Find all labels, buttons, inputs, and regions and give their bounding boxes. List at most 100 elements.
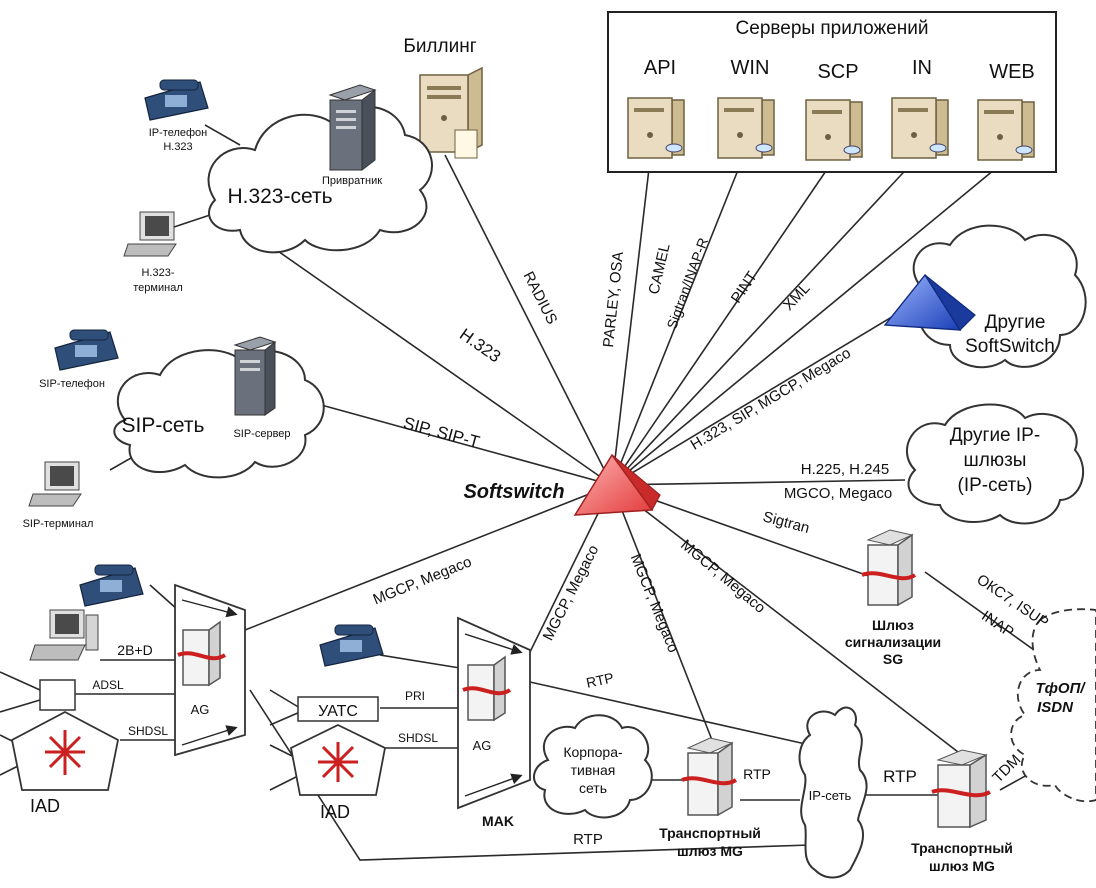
softswitch-node: Softswitch	[463, 453, 661, 516]
link-ipgw	[611, 479, 906, 486]
sip-phone-label: SIP-телефон	[39, 378, 105, 390]
rtp-right-label: RTP	[883, 767, 917, 786]
sip-network: SIP-сеть SIP-сервер SIP-телефон SIP-терм…	[23, 329, 325, 530]
uats-label: УАТС	[318, 703, 358, 720]
server-label-in: IN	[912, 57, 932, 79]
transport-gateway-1-label-2: шлюз MG	[677, 843, 743, 859]
link-web	[611, 164, 1001, 486]
corporate-network-label-1: Корпора-	[563, 744, 623, 760]
other-softswitch-label-2: SoftSwitch	[965, 336, 1055, 357]
transport-gateway-2-node: Транспортный шлюз MG	[911, 749, 1013, 874]
other-softswitch-label-1: Другие	[985, 312, 1046, 333]
tdm-label: TDM	[989, 751, 1024, 786]
xml-label: XML	[780, 280, 813, 314]
billing-label: Биллинг	[403, 36, 476, 57]
server-icon-win	[717, 97, 775, 159]
link-shdsl-left-label: SHDSL	[128, 724, 168, 738]
other-ip-gateways-label-3: (IP-сеть)	[958, 475, 1033, 496]
ip-phone-h323-label-1: IP-телефон	[149, 127, 208, 139]
signaling-gateway-label-2: сигнализации	[845, 634, 941, 650]
radius-label: RADIUS	[520, 269, 561, 327]
transport-gateway-1-node: Транспортный шлюз MG	[659, 737, 761, 859]
rtp-bottom-label: RTP	[573, 831, 603, 848]
ag-left-label: AG	[191, 702, 210, 717]
corporate-network-label-3: сеть	[579, 780, 607, 796]
server-icon-web	[977, 99, 1035, 161]
camel-label: CAMEL	[646, 242, 674, 296]
sip-link-label: SIP, SIP-T	[401, 413, 481, 452]
link-rtp-bottom	[249, 689, 811, 861]
ip-network-label: IP-сеть	[809, 788, 852, 803]
sip-server-label: SIP-сервер	[233, 428, 290, 440]
h323-cloud-label: H.323-сеть	[227, 185, 332, 208]
mgcp-mg2-label: MGCP, Megaco	[677, 536, 768, 616]
ip-phone-h323-icon	[144, 79, 209, 121]
pc-left-icon	[29, 609, 99, 661]
adsl-modem-box	[39, 679, 76, 711]
h323-terminal-label-2: терминал	[133, 282, 182, 294]
h323-terminal-icon	[123, 211, 177, 257]
signaling-gateway-icon	[861, 529, 917, 607]
link-rtp-top	[529, 681, 811, 746]
server-label-api: API	[644, 57, 676, 79]
other-ip-gateways-node: Другие IP- шлюзы (IP-сеть)	[905, 403, 1085, 525]
iad-left-label: IAD	[30, 796, 60, 816]
ip-phone-h323-label-2: H.323	[163, 141, 192, 153]
transport-gateway-1-label-1: Транспортный	[659, 825, 761, 841]
transport-gateway-2-icon	[931, 749, 991, 829]
stub-8	[269, 774, 301, 791]
server-label-scp: SCP	[817, 61, 858, 83]
link-sip	[284, 394, 613, 486]
sip-terminal-label: SIP-терминал	[23, 518, 94, 530]
link-ag	[244, 484, 613, 631]
ag-left-icon	[174, 583, 246, 757]
signaling-gateway-label-1: Шлюз	[872, 617, 914, 633]
link-2bd-label: 2B+D	[117, 642, 152, 658]
stub-6	[269, 711, 301, 726]
transport-gateway-1-icon	[681, 737, 738, 817]
iad-left-icon	[10, 710, 120, 791]
signaling-gateway-node: Шлюз сигнализации SG	[845, 529, 941, 667]
pstn-cloud	[1010, 608, 1096, 803]
sigtran-label: Sigtran	[761, 508, 811, 537]
h323-terminal-label-1: H.323-	[141, 267, 174, 279]
link-in	[611, 159, 916, 486]
rtp-top-label: RTP	[585, 669, 615, 690]
billing-node: Биллинг	[403, 36, 483, 159]
ag-mid-label: AG	[473, 738, 492, 753]
ip-network-node: IP-сеть	[798, 706, 868, 879]
billing-server-icon	[419, 66, 483, 159]
link-phone-ag	[149, 584, 179, 611]
servers-title: Серверы приложений	[736, 18, 929, 39]
transport-gateway-2-label-2: шлюз MG	[929, 858, 995, 874]
left-access-area: AG 2B+D ADSL SHDSL IAD	[10, 564, 246, 816]
server-label-win: WIN	[731, 57, 770, 79]
uats-box	[297, 696, 379, 722]
link-softswitch	[611, 299, 921, 486]
link-mg2	[611, 484, 959, 753]
other-softswitch-node: Другие SoftSwitch	[883, 224, 1087, 369]
stub-5	[269, 689, 301, 709]
pstn-node: ТфОП/ ISDN	[1010, 608, 1096, 803]
gatekeeper-server-icon	[328, 84, 377, 172]
iad-mid-label: IAD	[320, 802, 350, 822]
softswitch-link-label: H.323, SIP, MGCP, Megaco	[688, 345, 854, 454]
gatekeeper-label: Привратник	[322, 175, 382, 187]
softswitch-label: Softswitch	[463, 481, 564, 503]
link-win	[611, 159, 743, 486]
mak-label: MAK	[482, 813, 514, 829]
link-phone-mag	[379, 654, 461, 669]
link-billing	[444, 154, 613, 486]
phone-left-icon	[79, 564, 144, 607]
corporate-network-cloud	[533, 714, 653, 819]
sip-terminal-icon	[28, 461, 82, 507]
server-icon-scp	[805, 99, 863, 161]
sip-phone-icon	[54, 329, 119, 371]
server-label-web: WEB	[989, 61, 1035, 83]
application-servers-box: Серверы приложений API WIN SCP IN WEB	[607, 11, 1057, 173]
h323-link-label: H.323	[456, 325, 504, 367]
sip-cloud-label: SIP-сеть	[122, 414, 205, 437]
transport-gateway-2-label-1: Транспортный	[911, 840, 1013, 856]
inap-label: INAP	[978, 607, 1017, 641]
mgco-label: MGCO, Megaco	[784, 485, 892, 502]
